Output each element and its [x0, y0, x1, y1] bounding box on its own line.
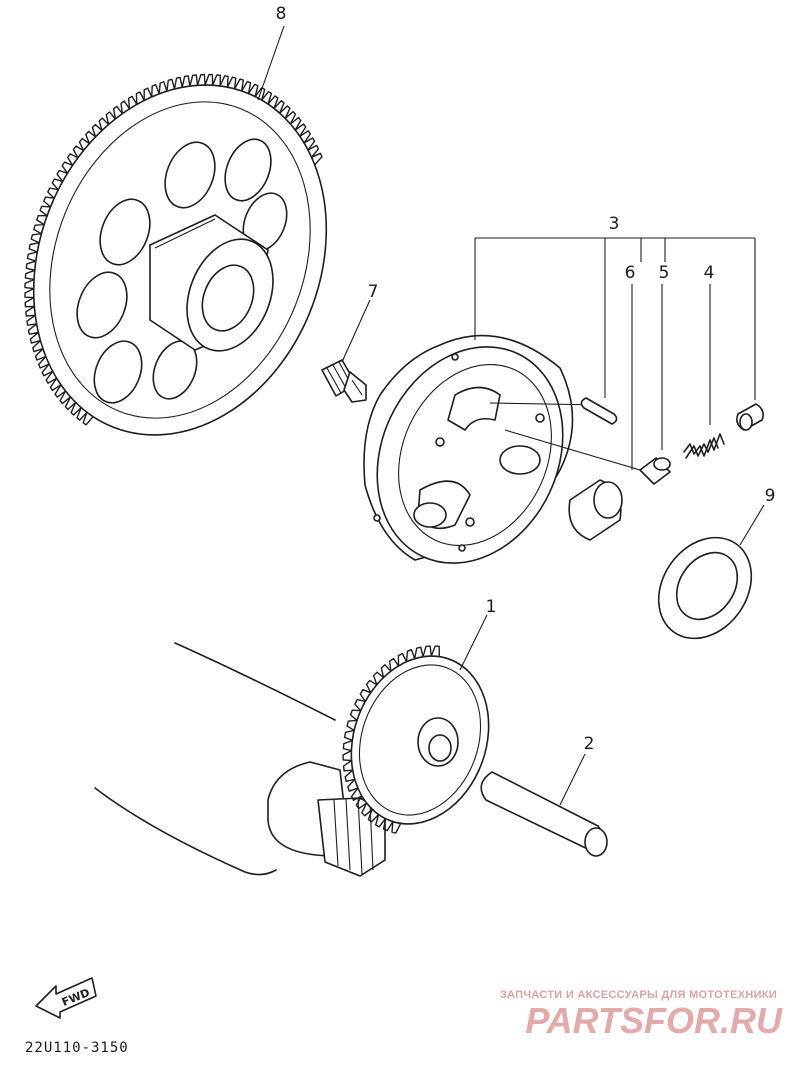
- watermark-brand: PARTSFOR.RU: [525, 1000, 783, 1041]
- diagram-ref-code: 22U110-3150: [25, 1040, 129, 1056]
- label-leaders: [257, 25, 765, 806]
- part-label-2: 2: [584, 734, 595, 754]
- idler-gear: [342, 645, 490, 834]
- assembly-leader-lines: [474, 237, 756, 471]
- part-label-4: 4: [704, 263, 715, 283]
- part-label-6: 6: [625, 263, 636, 283]
- fwd-arrow-icon: FWD: [35, 977, 97, 1019]
- part-label-9: 9: [765, 486, 776, 506]
- starter-motor: [94, 642, 386, 877]
- watermark-tagline: ЗАПЧАСТИ И АКСЕССУАРЫ ДЛЯ МОТОТЕХНИКИ: [500, 989, 777, 1001]
- spring: [683, 433, 725, 459]
- part-label-8: 8: [276, 4, 287, 24]
- small-roller: [639, 457, 671, 485]
- washer: [657, 536, 753, 640]
- part-label-3: 3: [609, 214, 620, 234]
- part-label-7: 7: [368, 282, 379, 302]
- starter-clutch-housing: [363, 334, 574, 564]
- idler-shaft: [480, 771, 608, 857]
- spring-cap: [736, 403, 764, 431]
- gear-teeth: [24, 73, 323, 426]
- part-label-1: 1: [486, 597, 497, 617]
- roller: [568, 479, 623, 541]
- bolt: [321, 359, 367, 403]
- part-label-5: 5: [659, 263, 670, 283]
- gear-teeth: [342, 645, 440, 834]
- starter-wheel-gear: [24, 73, 328, 436]
- pin: [580, 397, 618, 425]
